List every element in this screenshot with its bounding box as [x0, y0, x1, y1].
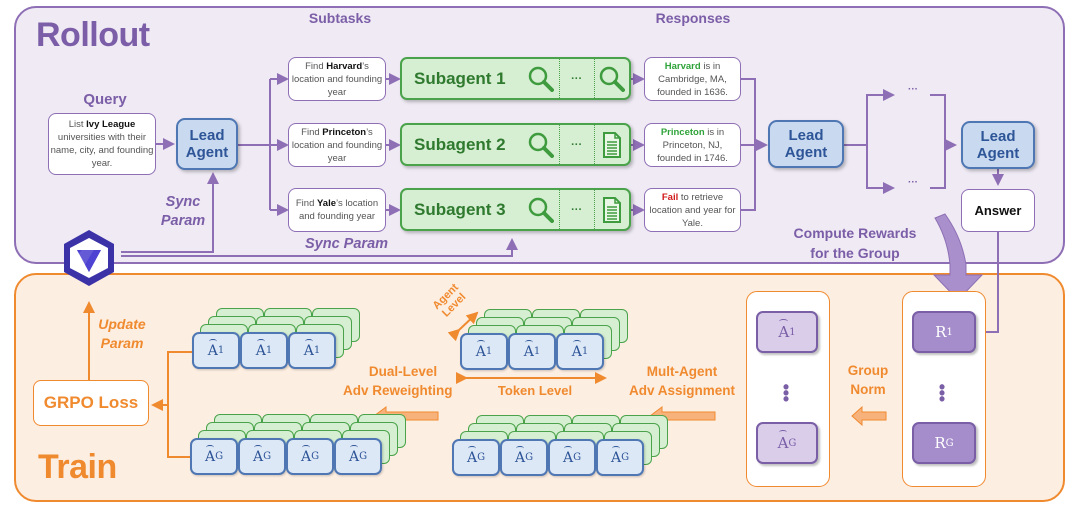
query-text: List Ivy League universities with their … — [50, 119, 154, 169]
subtask-box: Find Yale’s location and founding year — [288, 188, 386, 232]
token-level-label: Token Level — [497, 383, 573, 398]
vertical-ellipsis: ••• — [782, 377, 790, 409]
query-heading: Query — [83, 91, 127, 108]
subagent-2: Subagent 2 ··· — [400, 123, 631, 166]
answer-box: Answer — [961, 189, 1035, 232]
subtask-box: Find Princeton’s location and founding y… — [288, 123, 386, 167]
compute-rewards-arrow — [932, 213, 984, 301]
grpo-loss-box: GRPO Loss — [33, 380, 149, 426]
vertical-ellipsis: ••• — [938, 377, 946, 409]
response-box: Fail to retrieve location and year for Y… — [644, 188, 741, 232]
subtasks-heading: Subtasks — [308, 10, 372, 26]
ellipsis: ··· — [571, 203, 583, 216]
search-icon — [595, 59, 629, 98]
block-arrow-group-norm — [851, 405, 887, 427]
group-ellipsis-top: ··· — [908, 84, 918, 95]
search-icon — [524, 59, 558, 98]
document-icon — [595, 125, 629, 164]
search-icon — [524, 190, 558, 229]
query-box: List Ivy League universities with their … — [48, 113, 156, 175]
rollout-title: Rollout — [36, 16, 150, 54]
responses-heading: Responses — [655, 10, 731, 26]
group-ellipsis-bottom: ··· — [908, 177, 918, 188]
subagent-3: Subagent 3 ··· — [400, 188, 631, 231]
subagent-1: Subagent 1 ··· — [400, 57, 631, 100]
response-box: Harvard is in Cambridge, MA, founded in … — [644, 57, 741, 101]
ellipsis: ··· — [571, 72, 583, 85]
ellipsis: ··· — [571, 138, 583, 151]
response-box: Princeton is in Princeton, NJ, founded i… — [644, 123, 741, 167]
sync-param-line — [121, 238, 518, 257]
document-icon — [595, 190, 629, 229]
subtask-box: Find Harvard’s location and founding yea… — [288, 57, 386, 101]
search-icon — [524, 125, 558, 164]
train-title: Train — [38, 448, 117, 486]
sync-param-label-horizontal: Sync Param — [305, 236, 389, 252]
model-logo-icon — [58, 228, 120, 288]
